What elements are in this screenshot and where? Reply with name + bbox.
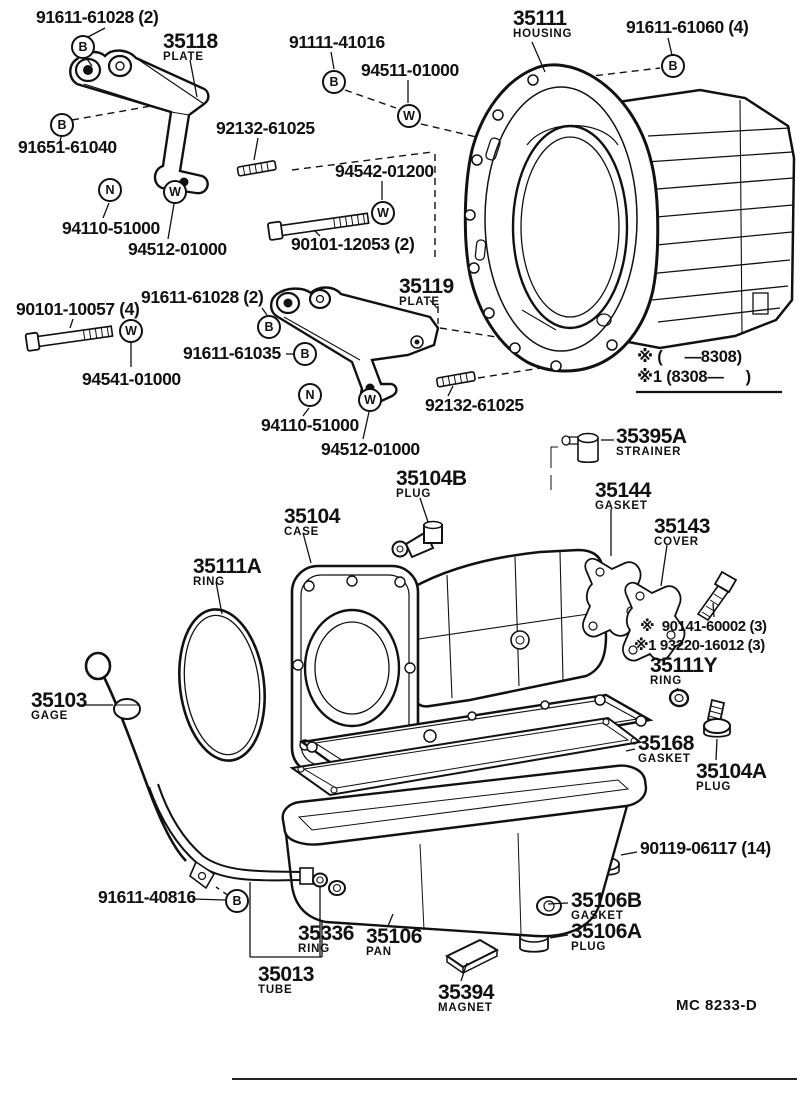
fastener-marker-w: W <box>119 319 143 343</box>
bracket-35118-drawing <box>69 49 210 195</box>
part-label-92132-61025-a: 92132-61025 <box>216 118 315 138</box>
part-label-91611-61060: 91611-61060 (4) <box>626 17 749 37</box>
stud-92132-top <box>236 160 277 177</box>
part-label-91611-61035: 91611-61035 <box>183 343 281 363</box>
part-label-90119-06117: 90119-06117 (14) <box>640 838 771 858</box>
pan-gasket-drawing <box>289 716 643 797</box>
magnet-drawing <box>445 938 500 975</box>
fastener-marker-b: B <box>293 342 317 366</box>
fastener-marker-w: W <box>358 388 382 412</box>
part-label-91111-41016: 91111-41016 <box>289 32 385 52</box>
dipstick-drawing <box>84 651 187 862</box>
part-label-94110-51000-a: 94110-51000 <box>62 218 160 238</box>
fastener-marker-b: B <box>71 35 95 59</box>
part-label-94541-01000: 94541-01000 <box>82 369 181 389</box>
bolt-90141 <box>696 570 738 622</box>
fastener-marker-b: B <box>50 113 74 137</box>
leader-lines <box>59 27 718 982</box>
part-label-90101-10057: 90101-10057 (4) <box>16 299 140 319</box>
plug-35104b-drawing <box>391 520 443 559</box>
fastener-marker-n: N <box>298 383 322 407</box>
tube-drawing <box>148 783 328 890</box>
strainer-drawing <box>550 432 599 490</box>
bracket-35119-drawing <box>269 286 440 406</box>
part-label-90101-12053: 90101-12053 (2) <box>291 234 415 254</box>
part-label-91651-61040: 91651-61040 <box>18 137 117 157</box>
fastener-marker-w: W <box>371 201 395 225</box>
cover-35143-drawing <box>622 581 686 662</box>
oring-drawing <box>177 608 267 762</box>
fastener-marker-w: W <box>163 180 187 204</box>
bolt-90101-10057 <box>24 325 114 352</box>
housing-drawing <box>463 63 796 373</box>
part-label-94542-01200: 94542-01200 <box>335 161 434 181</box>
plug-35104a <box>703 698 731 738</box>
note-90141-60002: ※ 90141-60002 (3) <box>640 618 767 635</box>
ring-35111y-drawing <box>668 688 690 708</box>
note-range-1: ※ ( —8308) <box>637 348 742 366</box>
note-range-2: ※1 (8308— ) <box>637 368 751 386</box>
part-label-94511-01000: 94511-01000 <box>361 60 459 80</box>
part-label-94110-51000-b: 94110-51000 <box>261 415 359 435</box>
bolt-90101-12053 <box>267 212 370 241</box>
page-code: MC 8233-D <box>676 997 758 1014</box>
fastener-marker-b: B <box>225 889 249 913</box>
fastener-marker-b: B <box>322 70 346 94</box>
part-label-94512-01000-b: 94512-01000 <box>321 439 420 459</box>
fastener-marker-w: W <box>397 104 421 128</box>
part-label-92132-61025-b: 92132-61025 <box>425 395 524 415</box>
stud-92132-lower <box>435 371 476 388</box>
fastener-marker-b: B <box>257 315 281 339</box>
note-93220-16012: ※1 93220-16012 (3) <box>634 637 765 654</box>
part-label-94512-01000-a: 94512-01000 <box>128 239 227 259</box>
pan-drawing <box>281 764 648 938</box>
fastener-marker-b: B <box>661 54 685 78</box>
part-label-91611-40816: 91611-40816 <box>98 887 196 907</box>
fastener-marker-n: N <box>98 178 122 202</box>
part-label-91611-61028-a: 91611-61028 (2) <box>36 7 159 27</box>
part-label-91611-61028-b: 91611-61028 (2) <box>141 287 264 307</box>
